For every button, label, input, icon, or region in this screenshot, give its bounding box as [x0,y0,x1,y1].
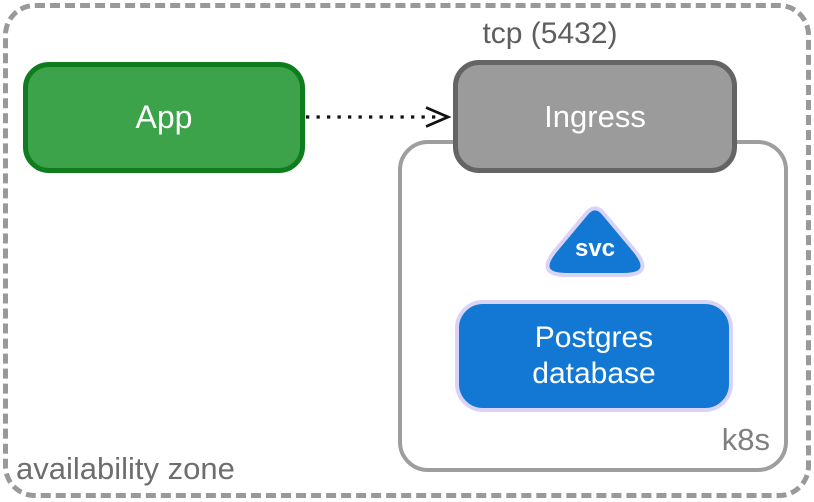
node-svc: svc [545,206,645,277]
ingress-label: Ingress [544,98,646,134]
svc-shape [545,206,645,277]
node-postgres-database: Postgres database [455,300,733,412]
edge-label-tcp-port: tcp (5432) [482,17,618,50]
svc-label: svc [575,235,615,262]
postgres-database-label: Postgres database [532,321,656,390]
availability-zone-label: availability zone [16,451,235,486]
app-label: App [135,99,193,135]
node-ingress: Ingress [453,60,737,173]
node-app: App [23,62,305,173]
availability-zone-boundary [3,3,811,498]
k8s-label: k8s [721,422,770,457]
app-ingress-edge [306,106,452,128]
arrowhead-icon [425,106,452,128]
